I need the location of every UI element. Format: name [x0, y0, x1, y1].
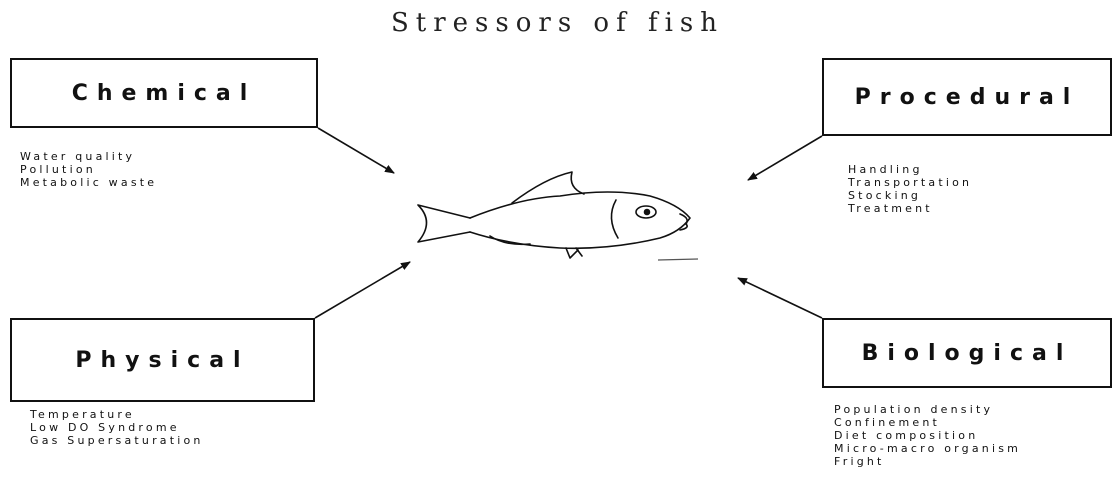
arrow-physical: [315, 262, 410, 318]
water-line: [658, 259, 698, 260]
fish-icon: [418, 172, 690, 258]
arrow-biological: [738, 278, 822, 318]
arrow-chemical: [318, 128, 394, 173]
arrow-procedural: [748, 136, 822, 180]
